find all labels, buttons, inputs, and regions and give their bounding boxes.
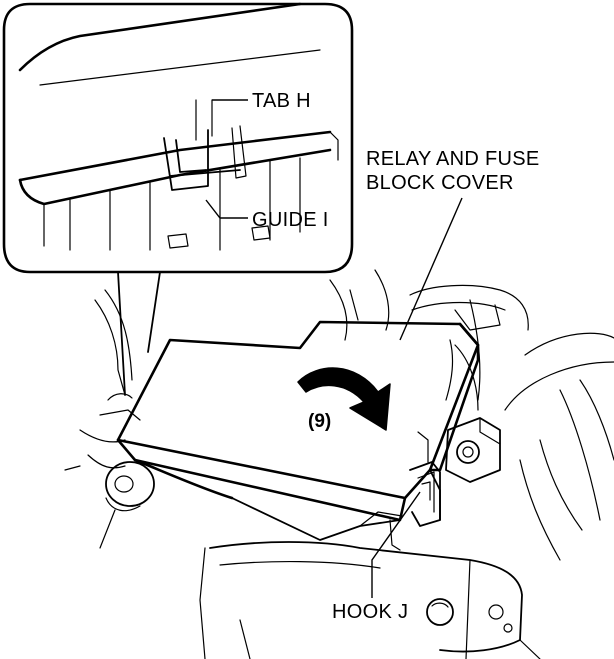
tab-h-label: TAB H xyxy=(252,90,311,112)
cover-leader-line xyxy=(399,197,463,341)
hook-leader-line xyxy=(371,491,421,598)
cover-label-line1: RELAY AND FUSE xyxy=(366,148,540,170)
hook-j-label: HOOK J xyxy=(332,601,408,623)
callout-cover-detail xyxy=(18,2,339,251)
curved-arrow-icon xyxy=(297,367,391,431)
zoom-callout xyxy=(2,2,354,396)
cover-label-line2: BLOCK COVER xyxy=(366,172,514,194)
guide-i-label: GUIDE I xyxy=(252,209,329,231)
step-number-label: (9) xyxy=(308,411,331,432)
engine-bay-background xyxy=(64,269,614,659)
relay-fuse-block-cover xyxy=(116,320,480,551)
